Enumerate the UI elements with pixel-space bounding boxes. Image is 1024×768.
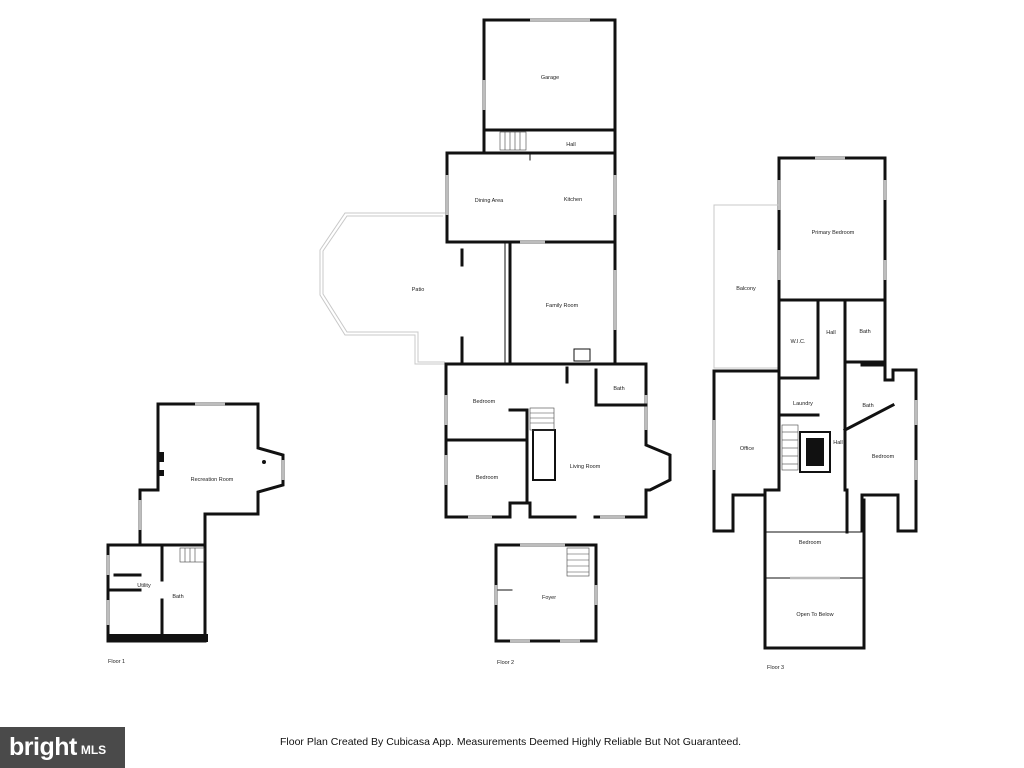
- room-label-kitchen: Kitchen: [564, 197, 582, 203]
- logo-bright-text: bright: [9, 733, 77, 761]
- floor-label-3: Floor 3: [767, 665, 784, 671]
- room-label-utility: Utility: [137, 583, 151, 589]
- room-label-bath: Bath: [172, 594, 183, 600]
- room-label-bedroom: Bedroom: [799, 540, 822, 546]
- room-label-bath: Bath: [859, 329, 870, 335]
- bright-mls-logo: bright MLS: [0, 727, 125, 768]
- room-label-bedroom: Bedroom: [872, 454, 895, 460]
- room-label-laundry: Laundry: [793, 401, 813, 407]
- room-label-balcony: Balcony: [736, 286, 756, 292]
- room-label-bath: Bath: [862, 403, 873, 409]
- logo-mls-text: MLS: [80, 742, 107, 757]
- room-label-recreation-room: Recreation Room: [191, 477, 234, 483]
- floor-label-1: Floor 1: [108, 659, 125, 665]
- hall-stairs: [499, 131, 527, 151]
- room-label-hall: Hall: [833, 440, 842, 446]
- room-label-primary-bedroom: Primary Bedroom: [812, 230, 855, 236]
- floor-3-plan: [712, 156, 918, 650]
- room-label-wic: W.I.C.: [791, 339, 806, 345]
- room-label-family-room: Family Room: [546, 303, 579, 309]
- room-label-garage: Garage: [541, 75, 559, 81]
- room-label-hall: Hall: [826, 330, 835, 336]
- room-label-bath: Bath: [613, 386, 624, 392]
- floor-label-2: Floor 2: [497, 660, 514, 666]
- floor-3-stairs: [781, 424, 799, 471]
- room-label-hall: Hall: [566, 142, 575, 148]
- floor-plan-disclaimer: Floor Plan Created By Cubicasa App. Meas…: [280, 736, 742, 748]
- room-label-dining-area: Dining Area: [475, 198, 504, 204]
- room-label-open-to-below: Open To Below: [796, 612, 833, 618]
- room-label-bedroom: Bedroom: [473, 399, 496, 405]
- room-label-office: Office: [740, 446, 754, 452]
- room-label-bedroom: Bedroom: [476, 475, 499, 481]
- room-label-patio: Patio: [412, 287, 425, 293]
- floor-1-stairs: [179, 547, 205, 563]
- main-stairs: [529, 407, 555, 431]
- floor-2-plan: [319, 18, 672, 643]
- floor-1-plan: [106, 402, 285, 643]
- room-label-foyer: Foyer: [542, 595, 556, 601]
- foyer-stairs: [566, 547, 590, 577]
- garage-walls: [482, 18, 617, 155]
- room-label-living-room: Living Room: [570, 464, 601, 470]
